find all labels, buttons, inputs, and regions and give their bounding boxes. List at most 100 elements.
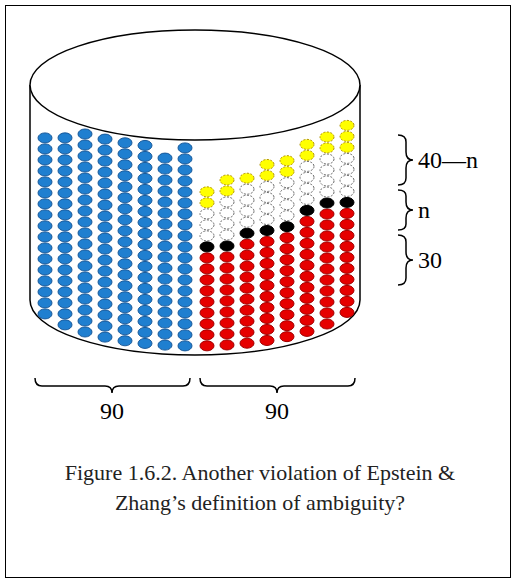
ball <box>260 192 274 202</box>
ball <box>220 208 234 218</box>
ball <box>340 252 354 262</box>
ball <box>38 276 52 286</box>
ball <box>280 189 294 199</box>
count-label: 40—n <box>418 147 478 173</box>
ball <box>200 330 214 340</box>
ball <box>200 319 214 329</box>
ball <box>340 241 354 251</box>
ball <box>300 227 314 237</box>
ball <box>220 318 234 328</box>
ball <box>220 274 234 284</box>
ball <box>240 327 254 337</box>
ball <box>98 167 112 177</box>
ball <box>58 243 72 253</box>
ball <box>340 230 354 240</box>
ball <box>138 261 152 271</box>
ball <box>138 316 152 326</box>
ball <box>340 153 354 163</box>
ball <box>260 181 274 191</box>
ball <box>280 255 294 265</box>
ball <box>118 204 132 214</box>
ball <box>280 310 294 320</box>
ball <box>138 327 152 337</box>
ball <box>58 177 72 187</box>
ball <box>138 206 152 216</box>
ball <box>78 129 92 139</box>
ball <box>320 319 334 329</box>
ball <box>98 310 112 320</box>
ball <box>200 253 214 263</box>
column-count-label: 90 <box>265 398 289 424</box>
ball <box>138 272 152 282</box>
ball <box>58 210 72 220</box>
ball <box>158 307 172 317</box>
ball <box>178 154 192 164</box>
brackets <box>35 135 413 393</box>
ball <box>138 140 152 150</box>
ball <box>300 326 314 336</box>
ball <box>300 194 314 204</box>
ball <box>320 154 334 164</box>
ball <box>340 307 354 317</box>
ball <box>280 211 294 221</box>
ball <box>58 320 72 330</box>
ball <box>200 187 214 197</box>
ball <box>340 219 354 229</box>
ball <box>220 296 234 306</box>
ball <box>58 133 72 143</box>
ball <box>260 236 274 246</box>
ball <box>58 287 72 297</box>
ball <box>220 186 234 196</box>
ball <box>320 198 334 208</box>
ball <box>98 200 112 210</box>
ball <box>240 305 254 315</box>
urn-top <box>30 30 360 140</box>
ball <box>98 299 112 309</box>
ball <box>138 162 152 172</box>
ball <box>320 209 334 219</box>
ball <box>320 132 334 142</box>
ball <box>340 208 354 218</box>
ball <box>118 281 132 291</box>
ball <box>58 155 72 165</box>
ball <box>178 308 192 318</box>
ball <box>300 271 314 281</box>
ball <box>38 155 52 165</box>
ball <box>138 184 152 194</box>
ball <box>178 330 192 340</box>
ball <box>260 335 274 345</box>
ball <box>320 231 334 241</box>
ball <box>138 151 152 161</box>
ball <box>158 340 172 350</box>
ball <box>178 242 192 252</box>
ball <box>280 178 294 188</box>
ball <box>240 250 254 260</box>
ball <box>320 264 334 274</box>
ball <box>178 209 192 219</box>
ball <box>138 283 152 293</box>
ball <box>340 285 354 295</box>
ball <box>340 186 354 196</box>
ball <box>280 332 294 342</box>
ball <box>240 173 254 183</box>
ball <box>78 206 92 216</box>
ball <box>240 228 254 238</box>
ball <box>200 220 214 230</box>
ball <box>340 142 354 152</box>
ball <box>178 286 192 296</box>
ball <box>280 200 294 210</box>
bracket <box>35 378 190 393</box>
ball <box>78 184 92 194</box>
ball <box>320 165 334 175</box>
ball <box>98 255 112 265</box>
ball <box>138 294 152 304</box>
ball <box>200 341 214 351</box>
ball <box>98 277 112 287</box>
ball <box>320 275 334 285</box>
ball <box>118 138 132 148</box>
ball <box>38 265 52 275</box>
ball <box>158 285 172 295</box>
ball <box>158 164 172 174</box>
ball <box>340 274 354 284</box>
ball <box>78 327 92 337</box>
